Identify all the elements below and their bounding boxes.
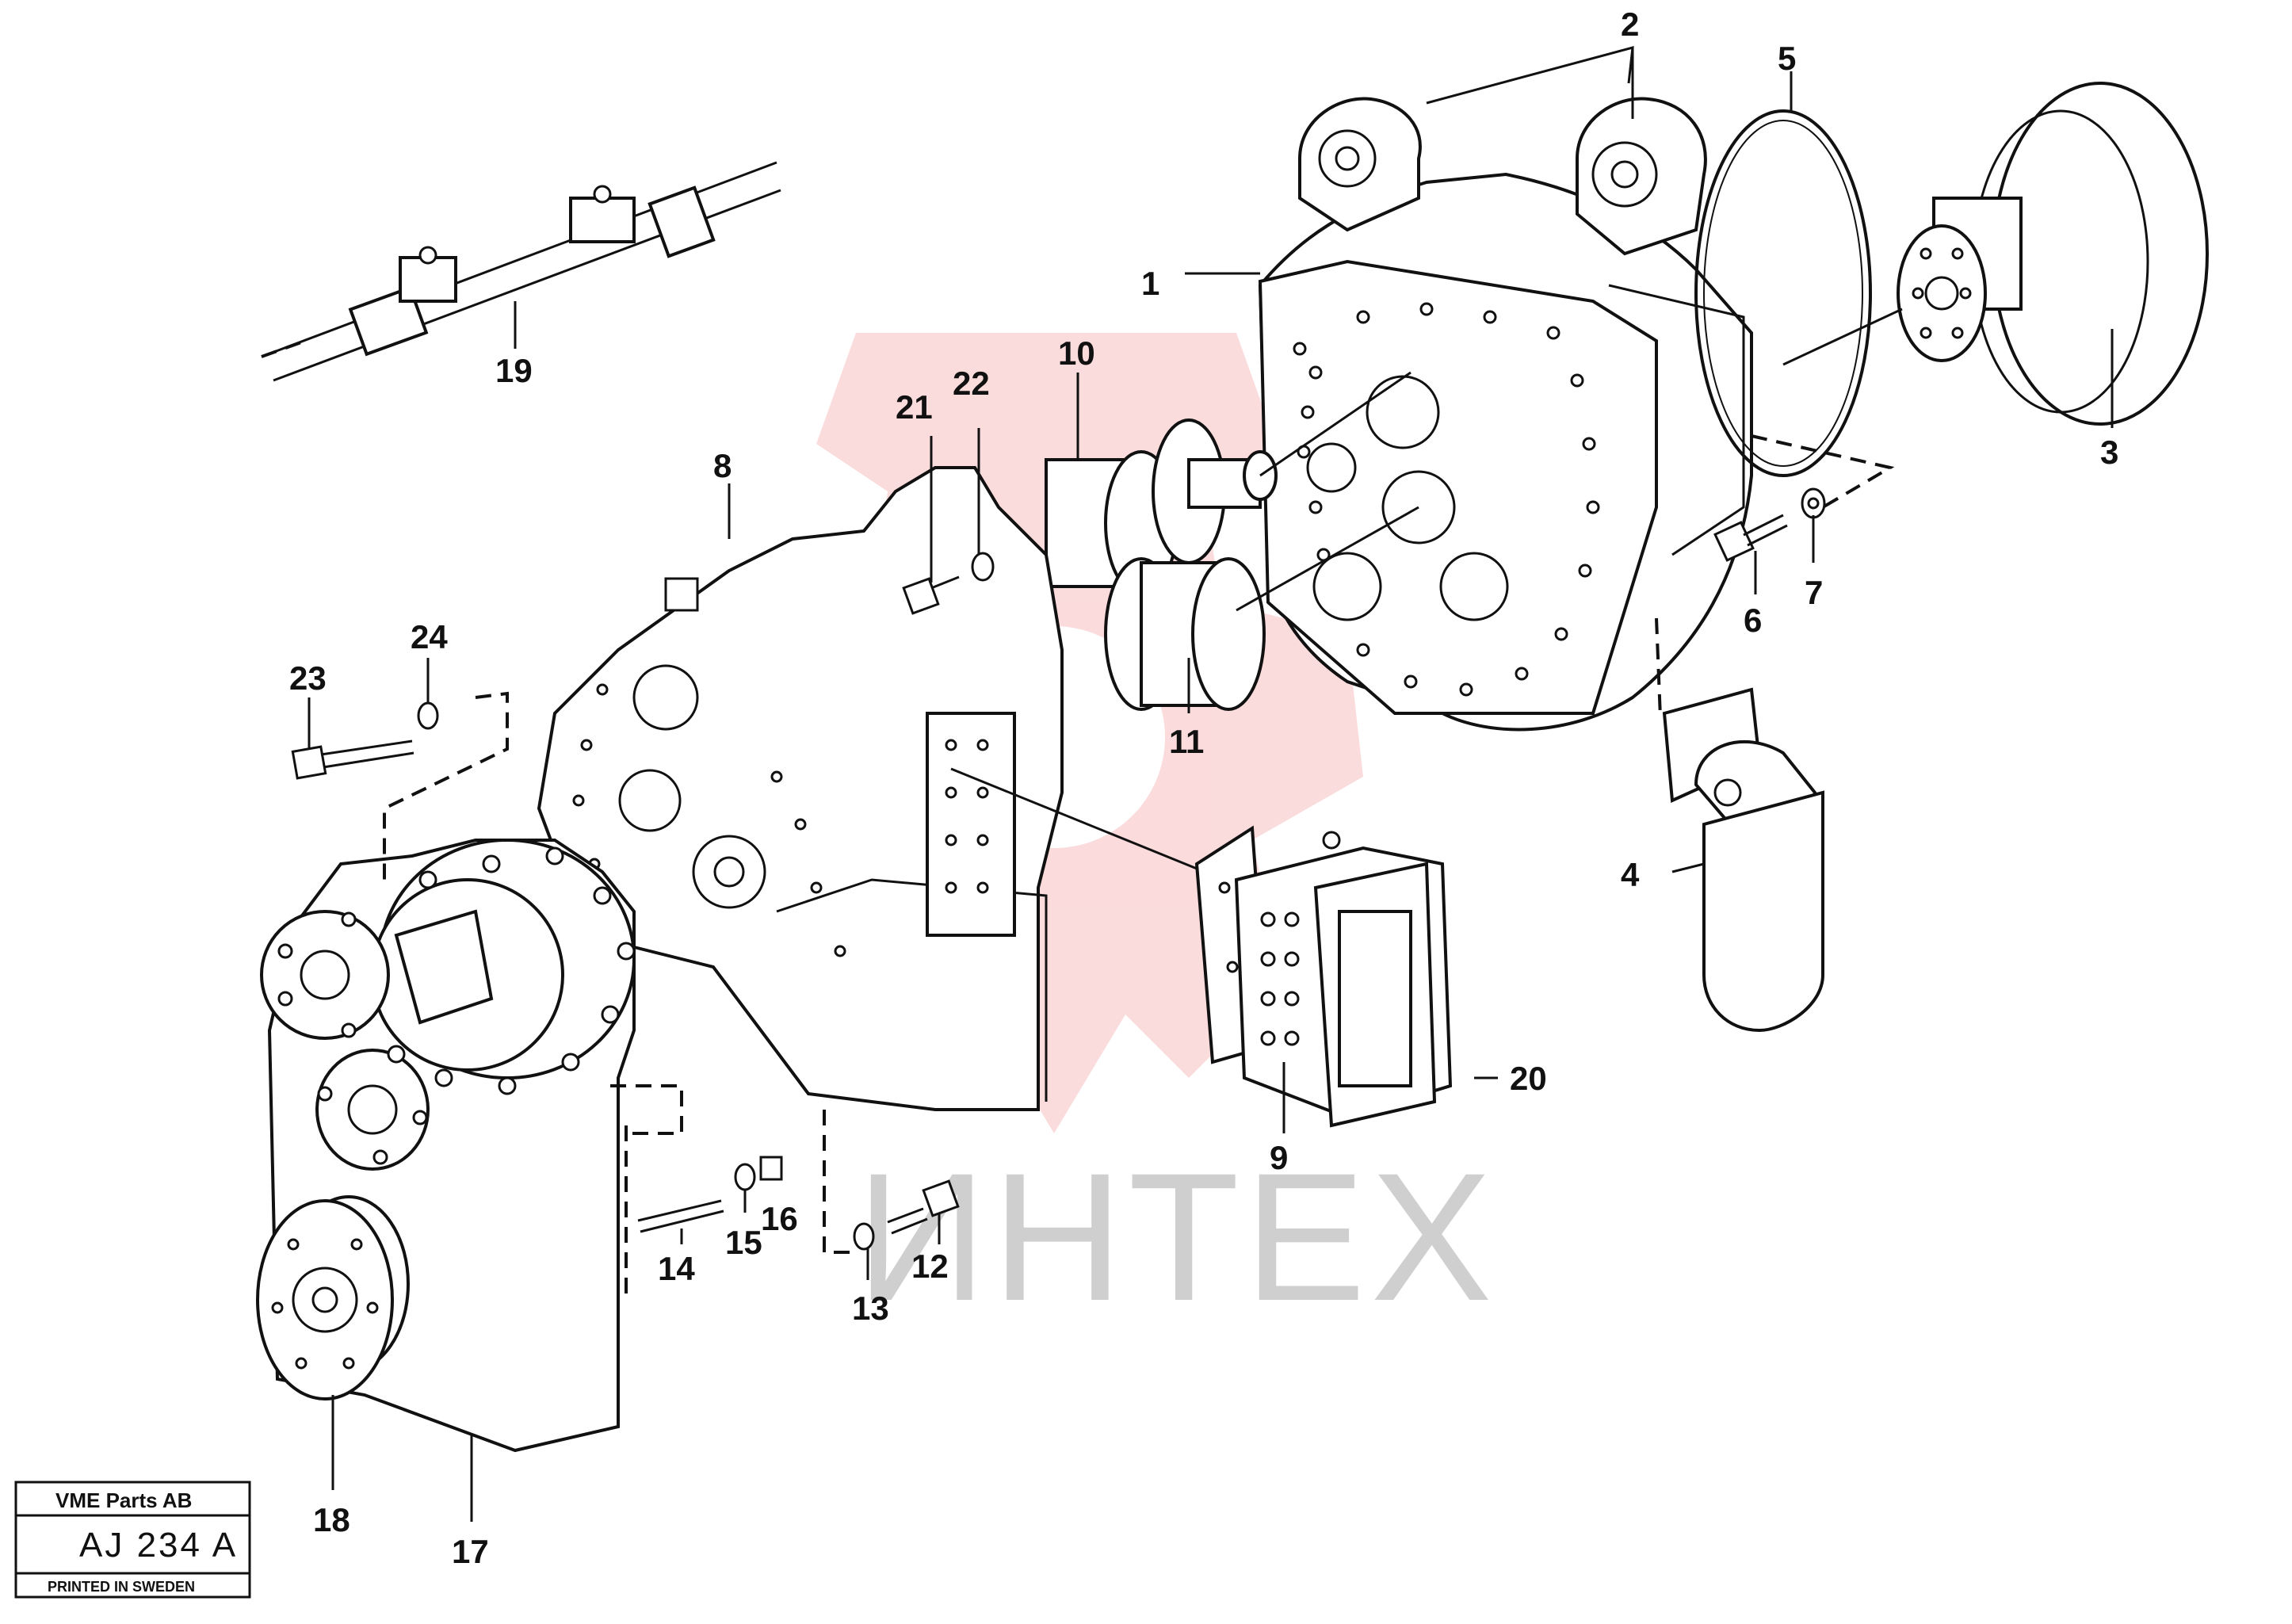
callout-5: 5 bbox=[1778, 40, 1796, 77]
part-2-mounting-brackets bbox=[1298, 97, 1707, 256]
callout-numbers: 1 2 3 4 5 6 7 8 9 10 11 12 13 14 15 16 1… bbox=[289, 6, 2118, 1570]
part-18-output-flange bbox=[256, 1195, 410, 1400]
converter-hub-bolts bbox=[1912, 247, 1972, 339]
housing-bolt-holes bbox=[1293, 302, 1600, 697]
part-21-bolt bbox=[902, 575, 960, 615]
callout-12: 12 bbox=[911, 1248, 949, 1285]
title-block-drawing-code: AJ 234 A bbox=[79, 1526, 238, 1565]
watermark-text: ИНТЕХ bbox=[856, 1135, 1497, 1339]
callout-17: 17 bbox=[452, 1533, 489, 1570]
callout-6: 6 bbox=[1744, 602, 1762, 639]
part-24-washer bbox=[417, 701, 439, 730]
part-7-washer bbox=[1801, 487, 1826, 519]
part-19-hose-assembly bbox=[261, 161, 781, 382]
callout-21: 21 bbox=[896, 388, 933, 426]
callout-1: 1 bbox=[1141, 265, 1159, 302]
callout-20: 20 bbox=[1510, 1060, 1547, 1097]
valve-bolts bbox=[1260, 911, 1300, 1046]
part-20-control-valve bbox=[1234, 831, 1453, 1128]
dashed-guide-14 bbox=[610, 1084, 683, 1135]
part-15-washer bbox=[734, 1163, 756, 1191]
part-11-gear-shaft bbox=[1104, 506, 1419, 711]
title-block: VME Parts AB AJ 234 A PRINTED IN SWEDEN bbox=[14, 1481, 251, 1599]
part-5-seal-ring bbox=[1694, 109, 1872, 477]
title-block-printed-note: PRINTED IN SWEDEN bbox=[48, 1579, 195, 1595]
part-4-oil-filter bbox=[1655, 617, 1824, 1033]
part-16-nut bbox=[759, 1156, 783, 1181]
part-17-transfer-gearbox bbox=[260, 839, 636, 1453]
callout-16: 16 bbox=[761, 1200, 798, 1237]
callout-22: 22 bbox=[953, 365, 990, 402]
part-23-long-bolt bbox=[291, 739, 414, 780]
callout-14: 14 bbox=[658, 1250, 695, 1287]
callout-13: 13 bbox=[852, 1290, 889, 1327]
part-13-washer bbox=[853, 1222, 875, 1251]
callout-19: 19 bbox=[495, 352, 533, 389]
part-6-bolt bbox=[1713, 514, 1788, 562]
part-10-gear-shaft bbox=[1045, 371, 1411, 596]
dashed-guide-12-13 bbox=[823, 1110, 856, 1254]
callout-3: 3 bbox=[2100, 434, 2118, 471]
callout-9: 9 bbox=[1270, 1139, 1288, 1176]
callout-11: 11 bbox=[1169, 723, 1204, 760]
dashed-guide-23-24 bbox=[383, 691, 509, 880]
callout-10: 10 bbox=[1058, 334, 1095, 372]
part-8-gearbox-housing bbox=[537, 466, 1205, 1111]
gearbox-bolt-holes bbox=[572, 683, 989, 957]
callout-2: 2 bbox=[1621, 6, 1639, 43]
title-block-company: VME Parts AB bbox=[55, 1488, 192, 1512]
part-12-bolt bbox=[887, 1179, 960, 1235]
callout-23: 23 bbox=[289, 659, 327, 697]
dashed-guide-6-7 bbox=[1751, 434, 1895, 509]
callout-24: 24 bbox=[411, 618, 448, 655]
callout-8: 8 bbox=[713, 447, 732, 484]
callout-15: 15 bbox=[725, 1224, 762, 1261]
part-1-converter-housing bbox=[1258, 172, 1753, 732]
callout-4: 4 bbox=[1621, 856, 1640, 893]
callout-7: 7 bbox=[1805, 574, 1823, 611]
transfer-gearbox-bolts bbox=[277, 846, 636, 1165]
part-22-washer bbox=[971, 552, 995, 582]
callout-18: 18 bbox=[313, 1501, 350, 1538]
part-3-torque-converter bbox=[1782, 82, 2209, 426]
leader-lines bbox=[308, 45, 2114, 1522]
part-14-stud bbox=[637, 1199, 724, 1233]
